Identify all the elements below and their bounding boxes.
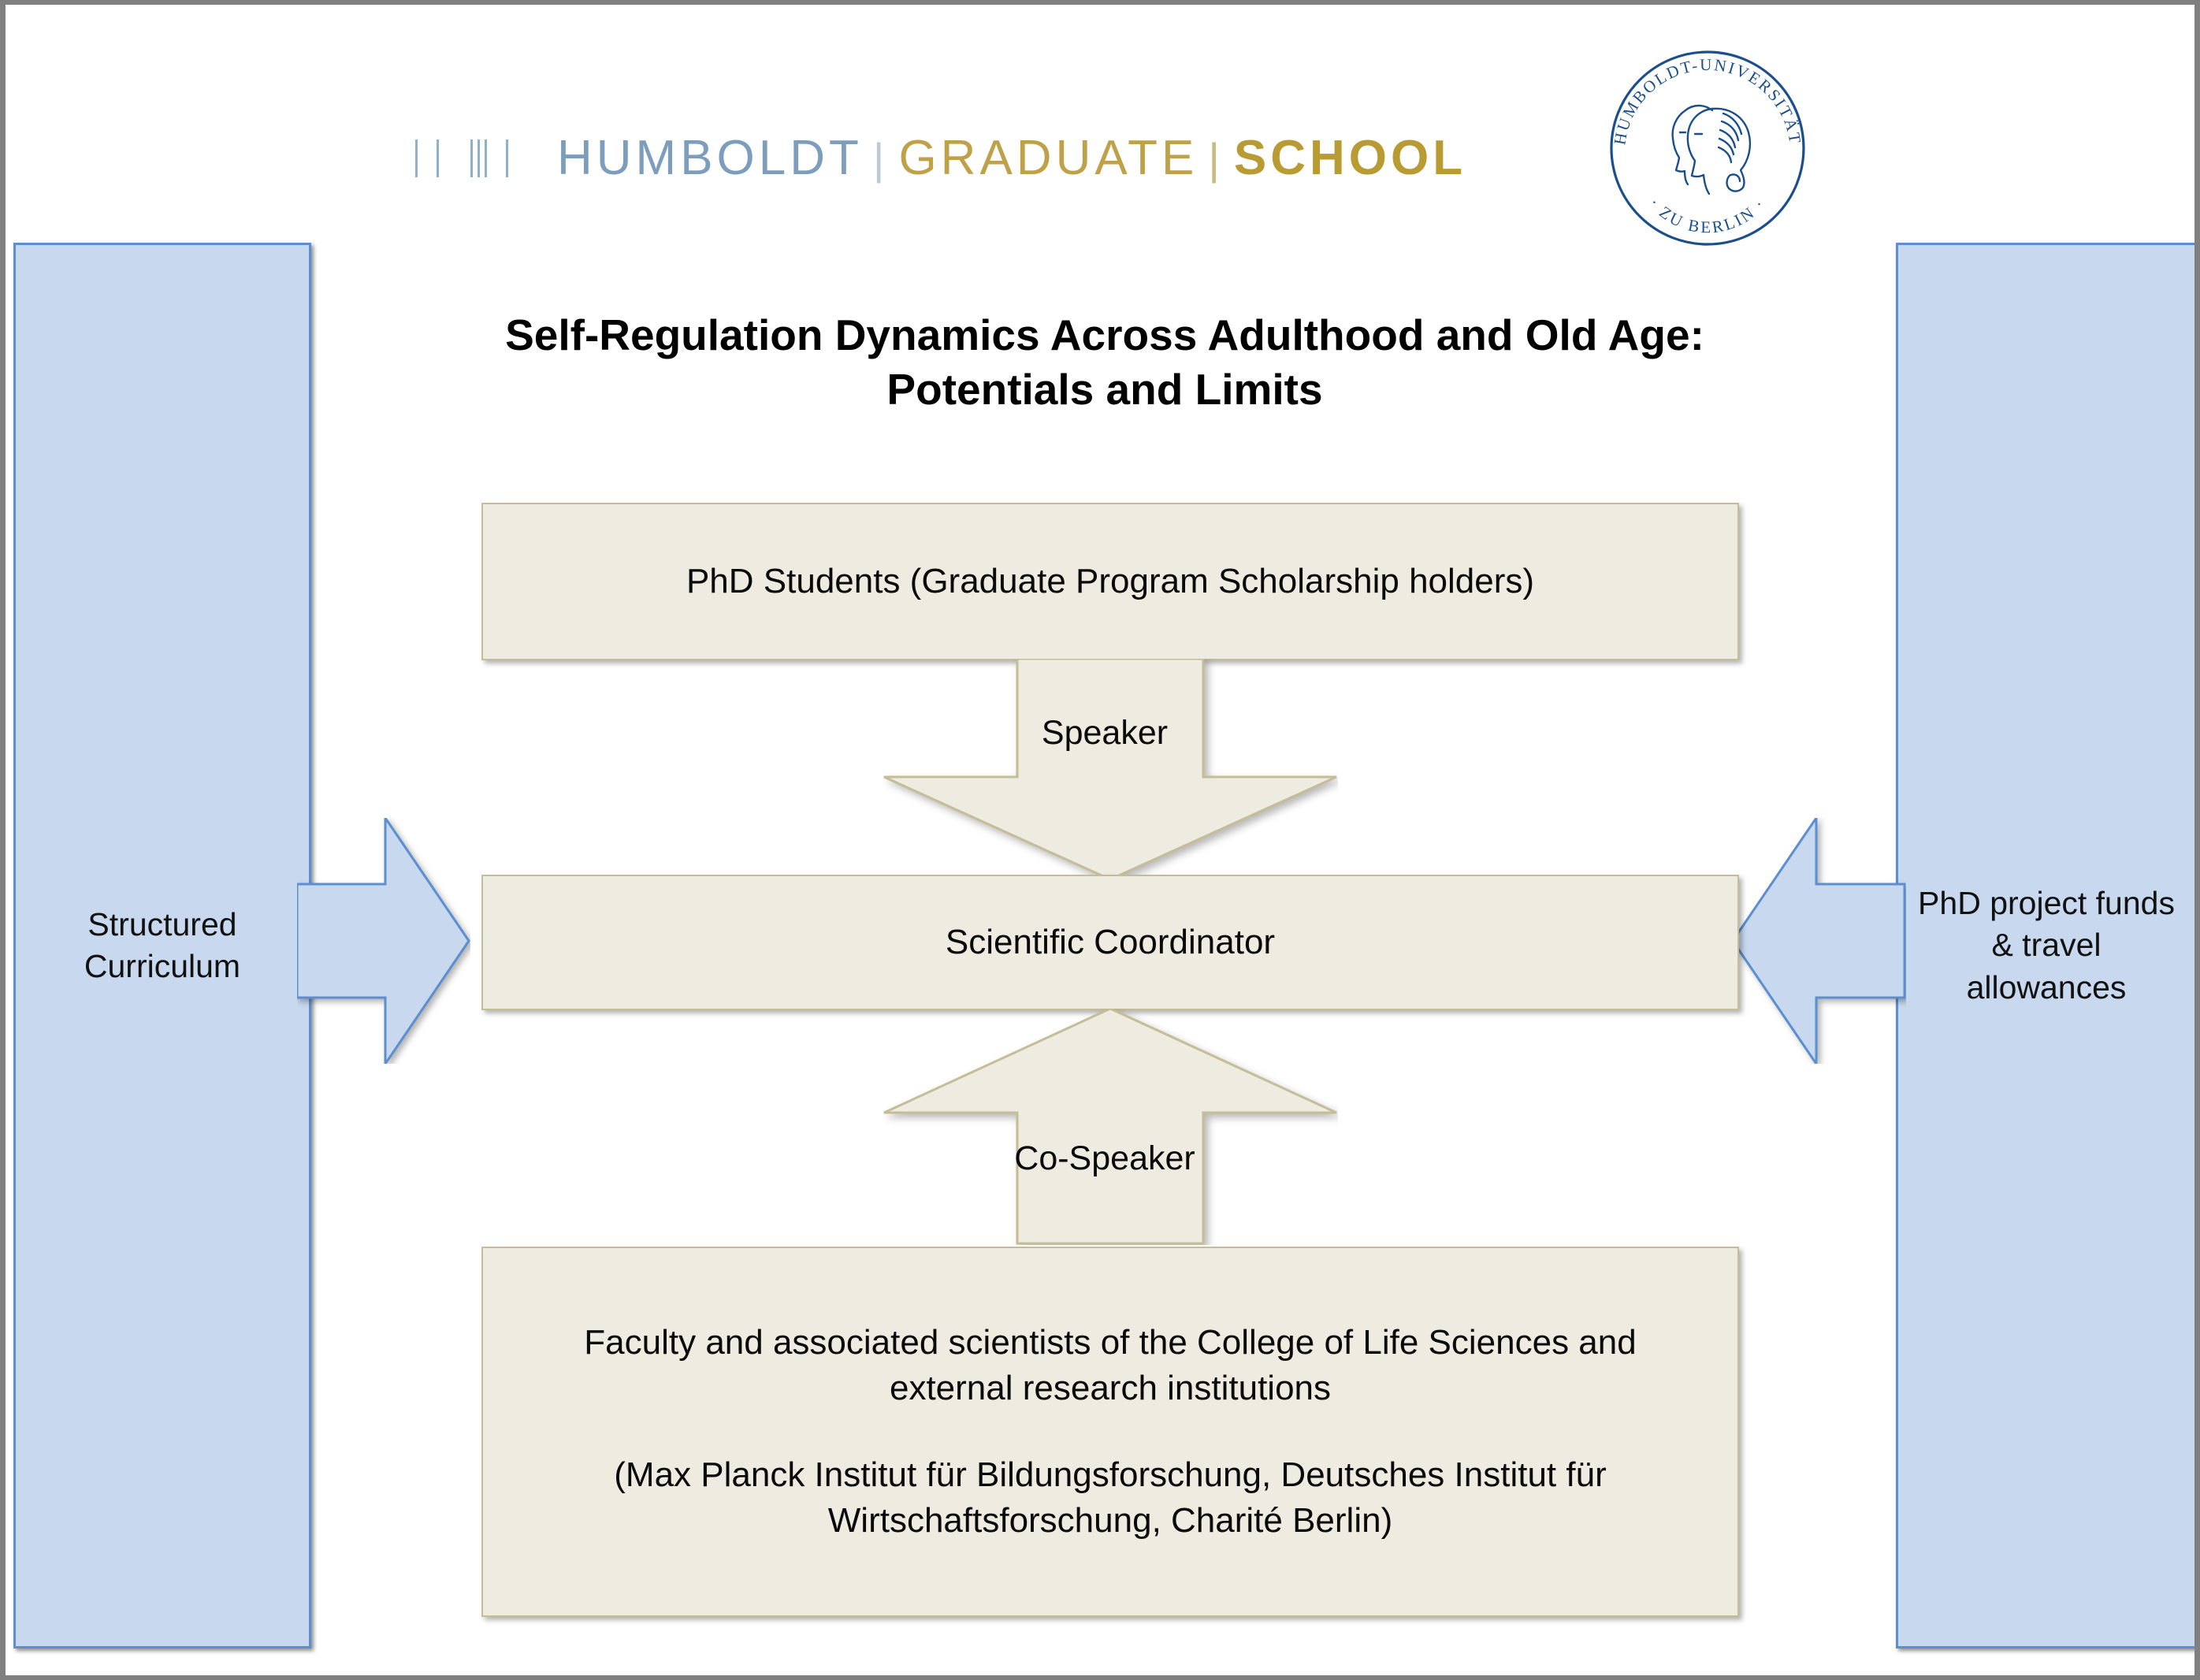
- left-panel-label: Structured Curriculum: [84, 905, 241, 984]
- co-speaker-up-arrow-icon: [883, 1009, 1337, 1245]
- right-input-panel[interactable]: PhD project funds & travel allowances: [1896, 243, 2194, 1648]
- slide-header: HUMBOLDT|GRADUATE|SCHOOL HUMBOLDT-UNIVER…: [6, 5, 2194, 246]
- speaker-down-arrow-icon: [883, 659, 1337, 881]
- slide-title: Self-Regulation Dynamics Across Adulthoo…: [415, 308, 1794, 418]
- title-line-2: Potentials and Limits: [886, 365, 1323, 414]
- co-speaker-caption: Co-Speaker: [1014, 1139, 1195, 1177]
- phd-funds-arrow-icon: [1733, 818, 1906, 1064]
- wordmark-separator-1: |: [872, 134, 889, 184]
- logo-bar-icon: [470, 139, 473, 177]
- scientific-coordinator-box[interactable]: Scientific Coordinator: [481, 875, 1739, 1010]
- wordmark-humboldt: HUMBOLDT: [557, 131, 863, 185]
- structured-curriculum-arrow-icon: [297, 818, 470, 1064]
- phd-students-label: PhD Students (Graduate Program Scholarsh…: [686, 561, 1535, 600]
- scientific-coordinator-label: Scientific Coordinator: [945, 922, 1276, 961]
- faculty-box[interactable]: Faculty and associated scientists of the…: [481, 1247, 1739, 1617]
- logo-bar-icon: [506, 139, 508, 177]
- logo-bar-icon: [485, 139, 487, 177]
- slide-canvas: HUMBOLDT|GRADUATE|SCHOOL HUMBOLDT-UNIVER…: [6, 5, 2194, 1675]
- wordmark-graduate: GRADUATE: [898, 131, 1198, 185]
- speaker-caption: Speaker: [1041, 714, 1169, 752]
- logo-bar-icon: [478, 139, 480, 177]
- logo-bars-mark: [415, 139, 557, 177]
- phd-students-box[interactable]: PhD Students (Graduate Program Scholarsh…: [481, 503, 1739, 660]
- faculty-line-2: (Max Planck Institut für Bildungsforschu…: [614, 1455, 1607, 1541]
- svg-text:HUMBOLDT-UNIVERSITÄT: HUMBOLDT-UNIVERSITÄT: [1610, 55, 1804, 147]
- wordmark-school: SCHOOL: [1233, 131, 1467, 185]
- faculty-line-1: Faculty and associated scientists of the…: [584, 1322, 1637, 1407]
- humboldt-graduate-school-logo: HUMBOLDT|GRADUATE|SCHOOL: [415, 115, 1466, 202]
- logo-bar-icon: [415, 139, 418, 177]
- right-panel-label: PhD project funds & travel allowances: [1918, 885, 2175, 1005]
- university-seal-icon: HUMBOLDT-UNIVERSITÄT · ZU BERLIN ·: [1610, 50, 1805, 246]
- logo-bar-icon: [437, 139, 439, 177]
- svg-text:· ZU BERLIN ·: · ZU BERLIN ·: [1645, 194, 1770, 236]
- left-input-panel[interactable]: Structured Curriculum: [13, 243, 311, 1648]
- title-line-1: Self-Regulation Dynamics Across Adulthoo…: [505, 310, 1704, 359]
- wordmark-separator-2: |: [1208, 134, 1224, 184]
